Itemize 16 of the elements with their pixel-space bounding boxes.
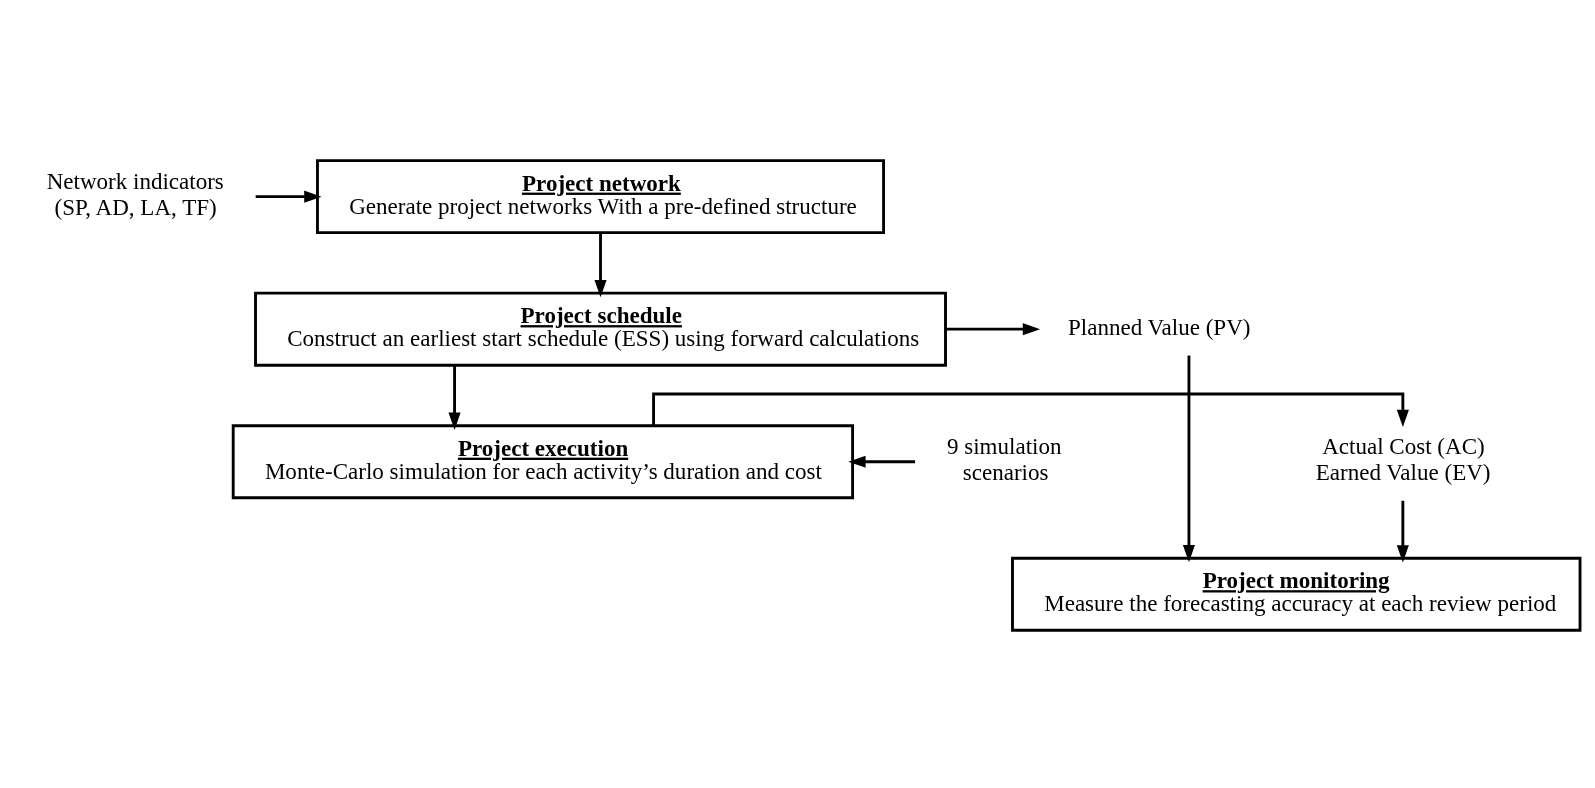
arrow xyxy=(1396,500,1409,563)
node-text: Network indicators (SP, AD, LA, TF) xyxy=(46,168,224,221)
arrow xyxy=(652,392,1409,428)
arrow xyxy=(1182,355,1195,563)
arrow xyxy=(448,365,461,430)
arrow xyxy=(848,455,916,468)
node-text: Actual Cost (AC) Earned Value (EV) xyxy=(1315,433,1491,486)
node-box: Project execution Monte-Carlo simulation for each activity’s duration and cost xyxy=(231,424,855,500)
arrow xyxy=(945,323,1041,336)
node-box: Project network Generate project networks With a pre-defined structure xyxy=(316,159,885,235)
node-box: Project monitoring Measure the forecasting accuracy at each review period xyxy=(1011,556,1582,632)
arrow xyxy=(594,232,607,298)
node-box: Project schedule Construct an earliest start schedule (ESS) using forward calculations xyxy=(254,291,947,367)
node-text: 9 simulation scenarios xyxy=(946,433,1062,486)
node-text: Planned Value (PV) xyxy=(1067,313,1251,340)
arrow xyxy=(255,190,322,203)
